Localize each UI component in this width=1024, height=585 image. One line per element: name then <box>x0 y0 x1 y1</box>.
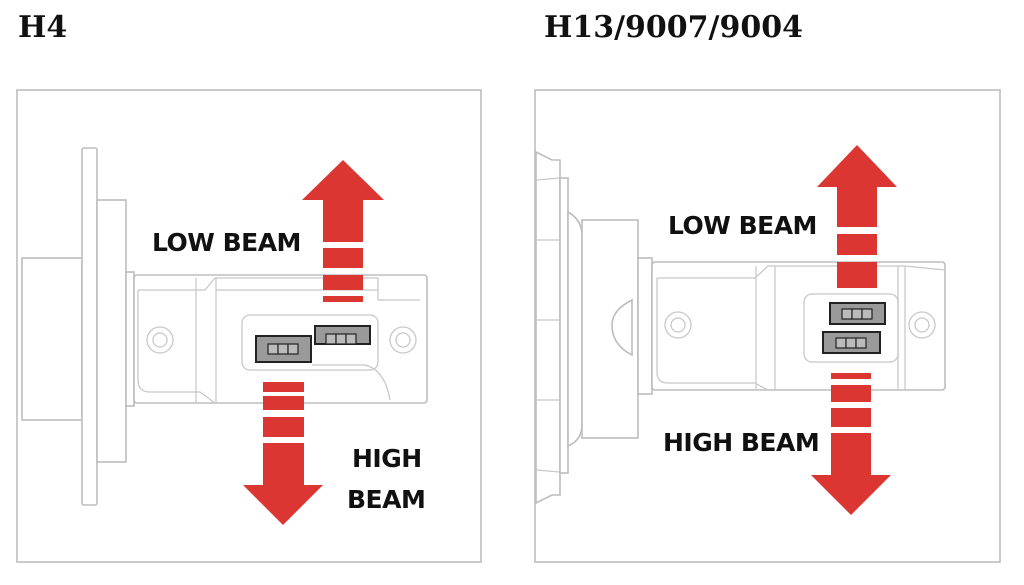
h4-low-beam-label: LOW BEAM <box>152 228 301 257</box>
h4-title: H4 <box>18 10 67 45</box>
h13-high-beam-label: HIGH BEAM <box>663 428 819 457</box>
h13-low-beam-label: LOW BEAM <box>668 211 817 240</box>
h4-high-beam-label-line2: BEAM <box>347 485 425 514</box>
h13-low-beam-arrow-up <box>817 145 897 288</box>
h4-bulb-drawing <box>21 147 428 506</box>
h13-high-beam-connector <box>822 331 881 354</box>
h4-high-beam-connector <box>255 335 312 363</box>
h4-high-beam-label-line1: HIGH <box>352 444 422 473</box>
h4-high-beam-arrow-down <box>243 382 323 525</box>
h13-panel: LOW BEAM HIGH BEAM <box>534 89 1001 563</box>
h4-panel: LOW BEAM HIGH BEAM <box>16 89 482 563</box>
h4-low-beam-connector <box>314 325 371 345</box>
h13-bulb-drawing <box>535 150 946 505</box>
h13-low-beam-connector <box>829 302 886 325</box>
h4-low-beam-arrow-up <box>302 160 384 302</box>
h13-high-beam-arrow-down <box>811 373 891 515</box>
h13-title: H13/9007/9004 <box>544 10 803 45</box>
